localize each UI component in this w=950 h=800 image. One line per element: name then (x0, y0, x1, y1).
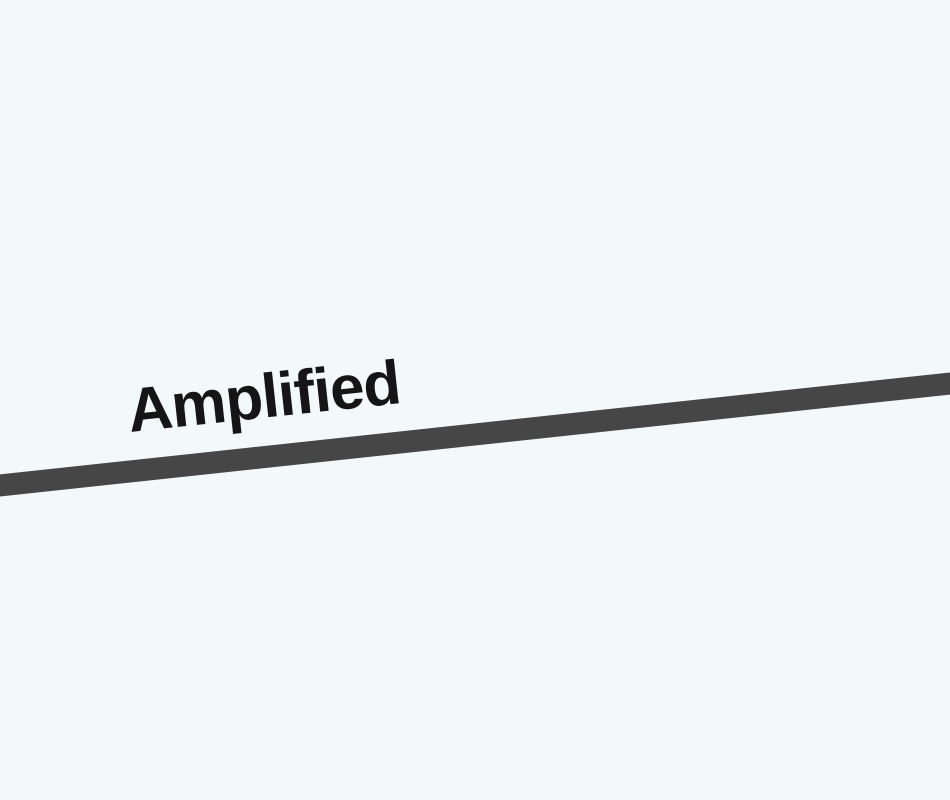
diagonal-line (0, 372, 950, 497)
amplified-label: Amplified (124, 348, 403, 446)
